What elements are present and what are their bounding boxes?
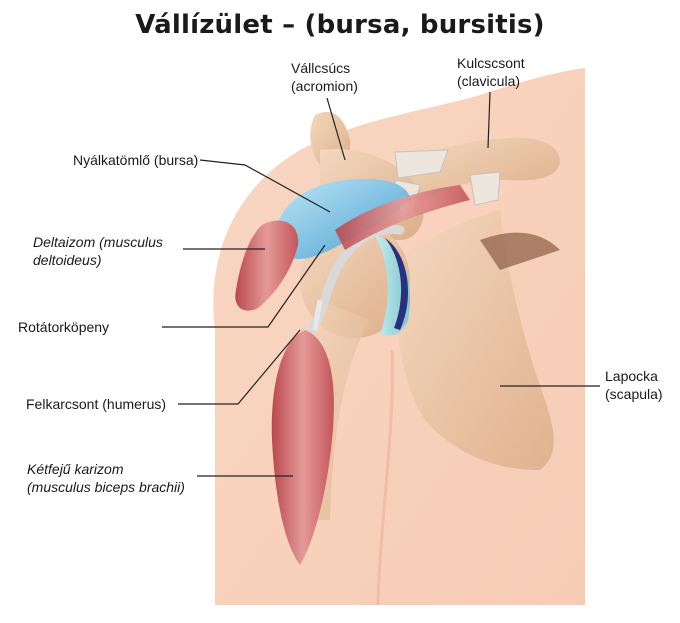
label-acromion: Vállcsúcs (acromion) (291, 59, 358, 95)
bursa-sac (276, 178, 410, 259)
label-rotator: Rotátorköpeny (18, 319, 110, 335)
leader-clavicula (487, 91, 491, 149)
label-clavicula: Kulcscsont (clavicula) (457, 54, 525, 90)
glenoid-labrum (385, 238, 408, 330)
scapula-bone (397, 210, 554, 470)
label-scapula-line2: (scapula) (605, 386, 663, 402)
scapula-shadow (480, 232, 560, 270)
diagram-title: Vállízület – (bursa, bursitis) (135, 10, 545, 40)
biceps-muscle (271, 330, 334, 565)
label-biceps-line1: Kétfejű karizom (27, 461, 124, 477)
ligament (469, 171, 501, 206)
supraspinatus-muscle (335, 185, 470, 250)
label-scapula: Lapocka (scapula) (605, 367, 663, 403)
leader-rotator (162, 244, 326, 328)
label-biceps: Kétfejű karizom (musculus biceps brachii… (27, 460, 185, 496)
ligament (394, 149, 449, 179)
label-deltoid-line1: Deltaizom (musculus (33, 234, 163, 250)
label-clavicula-line1: Kulcscsont (457, 55, 525, 71)
leader-acromion (326, 97, 346, 161)
label-acromion-line2: (acromion) (291, 78, 358, 94)
label-acromion-line1: Vállcsúcs (291, 60, 351, 76)
label-deltoid: Deltaizom (musculus deltoideus) (33, 233, 163, 269)
leader-lines (162, 91, 600, 477)
label-humerus: Felkarcsont (humerus) (26, 396, 167, 412)
label-bursa: Nyálkatömlő (bursa) (73, 152, 199, 168)
label-deltoid-line2: deltoideus) (33, 252, 102, 268)
arm-shadow (376, 349, 394, 606)
deltoid-muscle (235, 220, 299, 311)
label-scapula-line1: Lapocka (605, 368, 658, 384)
leader-bursa (199, 159, 331, 213)
biceps-tendon (312, 299, 323, 331)
leader-humerus (178, 329, 301, 405)
label-biceps-line2: (musculus biceps brachii) (27, 479, 185, 495)
label-clavicula-line2: (clavicula) (457, 73, 521, 89)
